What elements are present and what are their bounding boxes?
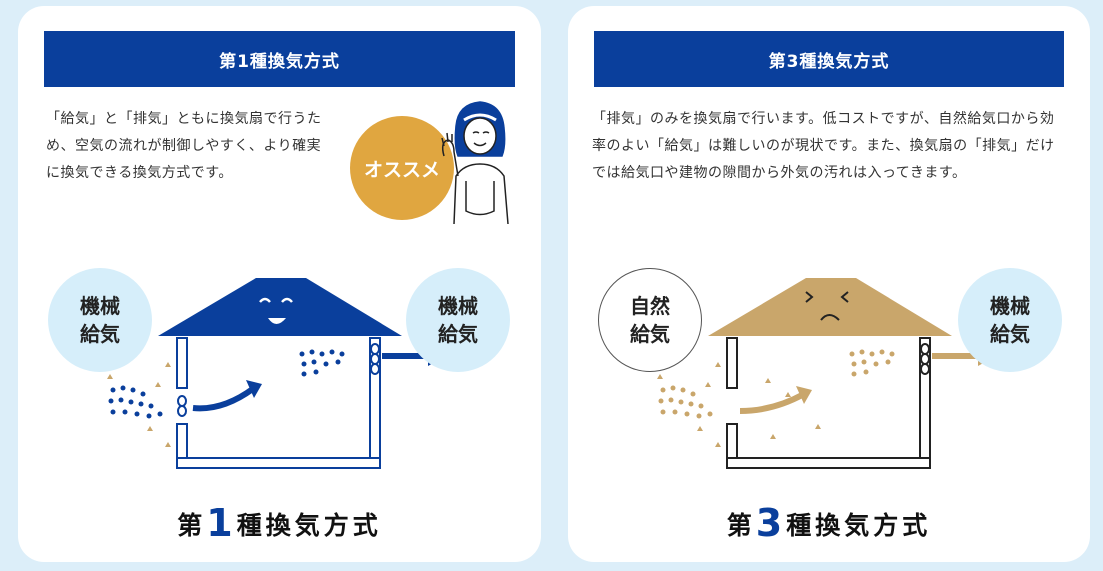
airflow-arrowhead bbox=[796, 386, 812, 404]
airflow-arrow bbox=[739, 391, 806, 414]
exhaust-bubble: 機械給気 bbox=[406, 268, 510, 372]
ventilation-diagram bbox=[107, 101, 509, 469]
type-title: 第3種換気方式 bbox=[726, 501, 932, 545]
frowning-face-icon bbox=[805, 291, 849, 321]
air-particles bbox=[108, 349, 345, 419]
woman-illustration bbox=[441, 101, 509, 225]
house-walls bbox=[176, 337, 381, 469]
intake-bubble: 自然給気 bbox=[598, 268, 702, 372]
ventilation-diagram bbox=[657, 278, 996, 469]
exhaust-bubble: 機械給気 bbox=[958, 268, 1062, 372]
exhaust-arrow bbox=[382, 353, 432, 359]
dust-particles bbox=[657, 346, 821, 447]
intake-bubble: 機械給気 bbox=[48, 268, 152, 372]
fan-icon bbox=[920, 343, 930, 375]
ventilation-type-1-card: 第1種換気方式 「給気」と「排気」ともに換気扇で行うため、空気の流れが制御しやす… bbox=[18, 6, 541, 562]
house-walls bbox=[726, 337, 931, 469]
fan-icon bbox=[177, 343, 380, 417]
house-roof bbox=[708, 278, 952, 336]
card-header: 第1種換気方式 bbox=[44, 31, 515, 87]
airflow-arrowhead bbox=[246, 380, 262, 398]
smiling-face-icon bbox=[259, 297, 293, 324]
ventilation-type-3-card: 第3種換気方式 「排気」のみを換気扇で行います。低コストですが、自然給気口から効… bbox=[568, 6, 1090, 562]
airflow-arrow bbox=[192, 385, 256, 412]
exhaust-arrow bbox=[932, 353, 982, 359]
card-description: 「給気」と「排気」ともに換気扇で行うため、空気の流れが制御しやすく、より確実に換… bbox=[46, 111, 322, 181]
house-roof bbox=[158, 278, 402, 336]
type-title: 第1種換気方式 bbox=[177, 501, 382, 545]
card-description: 「排気」のみを換気扇で行います。低コストですが、自然給気口から効率のよい「給気」… bbox=[592, 111, 1055, 181]
card-header: 第3種換気方式 bbox=[594, 31, 1064, 87]
air-particles bbox=[658, 349, 895, 419]
recommend-badge: オススメ bbox=[350, 116, 454, 220]
